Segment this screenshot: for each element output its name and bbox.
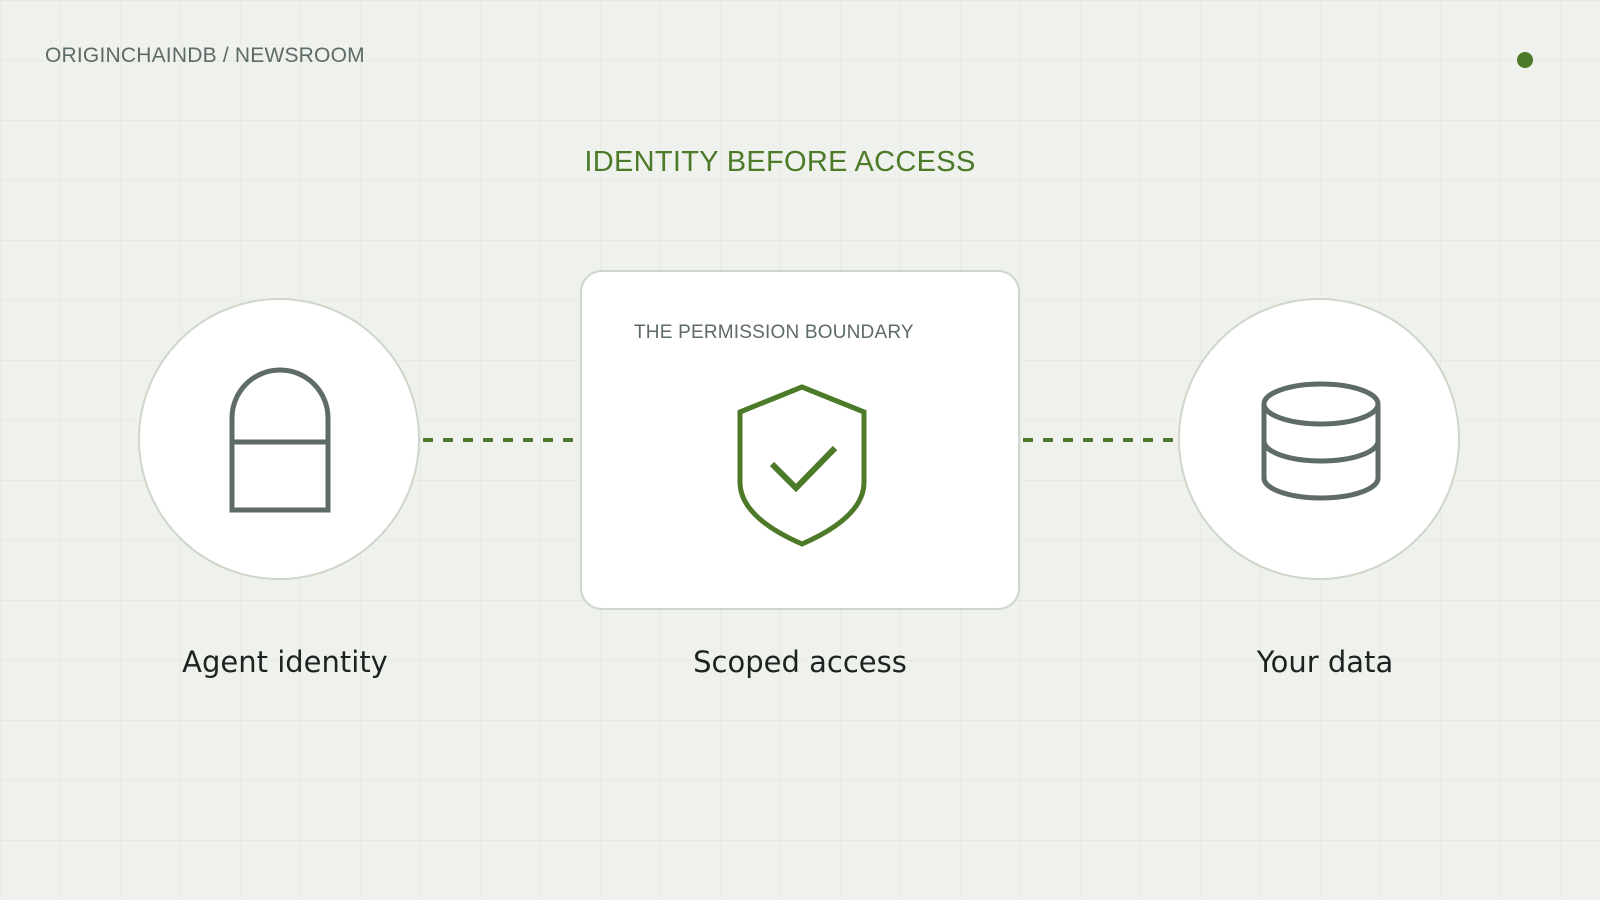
database-icon — [1261, 381, 1381, 501]
shield-check-icon — [737, 384, 867, 547]
connector-line-left — [423, 438, 573, 442]
agent-identity-label: Agent identity — [182, 645, 388, 679]
boundary-title: THE PERMISSION BOUNDARY — [634, 322, 914, 343]
scoped-access-label: Scoped access — [693, 645, 907, 679]
agent-identity-node — [138, 298, 420, 580]
lock-icon — [229, 367, 331, 513]
page-title: IDENTITY BEFORE ACCESS — [584, 146, 976, 178]
connector-line-right — [1023, 438, 1177, 442]
brand-breadcrumb: ORIGINCHAINDB / NEWSROOM — [45, 44, 365, 67]
your-data-node — [1178, 298, 1460, 580]
permission-boundary-card: THE PERMISSION BOUNDARY — [580, 270, 1020, 610]
your-data-label: Your data — [1256, 645, 1394, 679]
status-dot — [1517, 52, 1533, 68]
